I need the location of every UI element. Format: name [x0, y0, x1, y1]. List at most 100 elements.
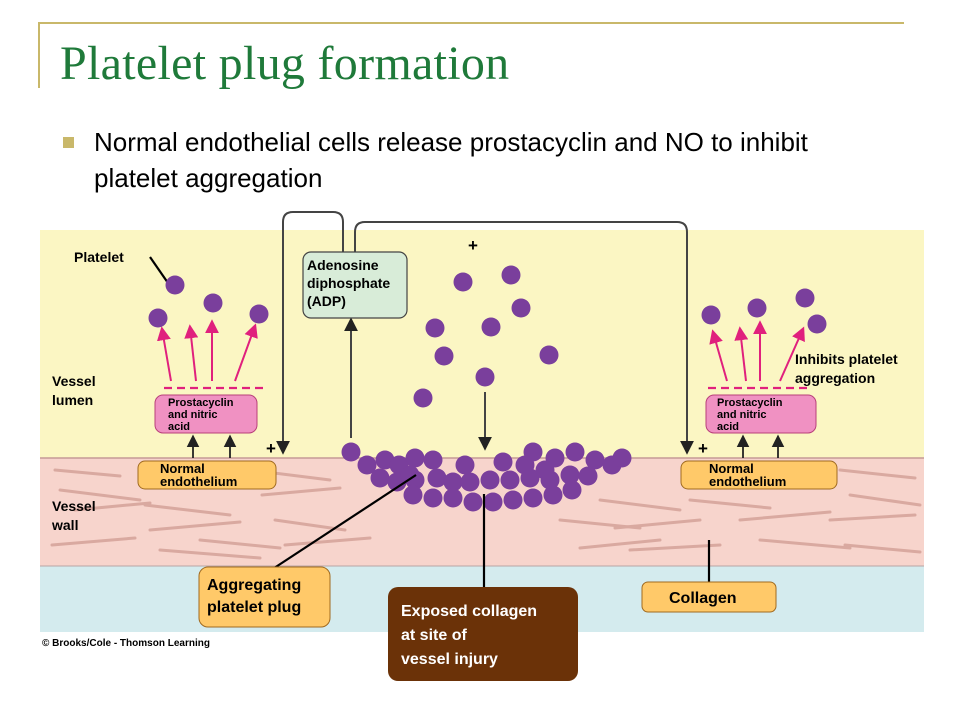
- prostacyclin-label-left: Prostacyclin and nitric acid: [168, 397, 236, 433]
- exposed-collagen-label: Exposed collagen at site of vessel injur…: [401, 603, 542, 668]
- platelet-3: [203, 293, 223, 313]
- platelet-47: [443, 488, 463, 508]
- platelet-9: [481, 317, 501, 337]
- wall-fiber-6: [148, 520, 242, 532]
- platelet-28: [443, 472, 463, 492]
- platelet-14: [701, 305, 721, 325]
- right-pink-arrow-2: [734, 326, 749, 382]
- title-frame-left-line: [38, 22, 40, 88]
- wall-fiber-5: [143, 503, 232, 517]
- normal-endothelium-box-right: [680, 460, 838, 490]
- platelet-49: [483, 492, 503, 512]
- normal-endothelium-box-left: [137, 460, 277, 490]
- platelet-12: [475, 367, 495, 387]
- slide-title: Platelet plug formation: [60, 37, 510, 90]
- platelet-48: [463, 492, 483, 512]
- wall-fiber-14: [628, 543, 722, 552]
- collagen-box: [641, 581, 777, 613]
- platelet-45: [403, 485, 423, 505]
- wall-fiber-12: [598, 498, 682, 512]
- platelet-44: [562, 480, 582, 500]
- wall-fiber-11: [283, 536, 372, 547]
- aggregating-plug-box: [198, 566, 331, 628]
- adp-feedback-lines: [282, 211, 688, 452]
- collagen-label: Collagen: [669, 590, 737, 607]
- plus-sign-top: +: [468, 236, 478, 255]
- bullet-text: Normal endothelial cells release prostac…: [94, 127, 808, 193]
- left-pink-arrow-1: [157, 326, 172, 382]
- platelet-label: Platelet: [74, 249, 124, 265]
- vessel-lumen-label: Vessel lumen: [52, 373, 100, 408]
- platelet-2: [148, 308, 168, 328]
- platelet-52: [543, 485, 563, 505]
- wall-fiber-3: [73, 501, 152, 512]
- bullet-marker: [63, 137, 74, 148]
- wall-fiber-9: [260, 486, 342, 497]
- platelet-31: [500, 470, 520, 490]
- inhibits-label: Inhibits platelet aggregation: [795, 351, 902, 386]
- wall-fiber-16: [738, 510, 832, 522]
- platelet-8: [425, 318, 445, 338]
- platelet-34: [560, 465, 580, 485]
- wall-fiber-23: [578, 538, 662, 550]
- vessel-wall-label: Vessel wall: [51, 498, 100, 533]
- platelet-36: [493, 452, 513, 472]
- plug-pointer-line: [261, 474, 417, 577]
- platelet-17: [807, 314, 827, 334]
- platelet-10: [434, 346, 454, 366]
- platelet-53: [400, 465, 420, 485]
- platelet-42: [612, 448, 632, 468]
- wall-fiber-20: [828, 513, 917, 522]
- wall-fiber-19: [848, 493, 922, 507]
- normal-endothelium-label-right: Normal endothelium: [709, 461, 786, 489]
- platelet-19: [357, 455, 377, 475]
- platelet-6: [501, 265, 521, 285]
- platelet-13: [413, 388, 433, 408]
- prostacyclin-box-right: [705, 394, 817, 434]
- platelet-55: [535, 460, 555, 480]
- platelet-35: [455, 455, 475, 475]
- platelet-24: [370, 468, 390, 488]
- wall-fibers: [50, 468, 922, 560]
- wall-fiber-17: [758, 538, 852, 550]
- wall-fiber-18: [838, 468, 917, 480]
- adp-box: [302, 251, 408, 319]
- platelet-4: [249, 304, 269, 324]
- wall-fiber-7: [158, 548, 262, 560]
- prostacyclin-label-right: Prostacyclin and nitric acid: [717, 397, 785, 433]
- aggregating-plug-label: Aggregating platelet plug: [207, 577, 306, 616]
- platelet-16: [795, 288, 815, 308]
- wall-fiber-15: [688, 498, 772, 510]
- left-pink-arrow-4: [234, 323, 258, 382]
- platelet-23: [423, 450, 443, 470]
- left-pink-arrow-2: [184, 324, 199, 382]
- platelet-15: [747, 298, 767, 318]
- wall-fiber-21: [843, 543, 922, 554]
- wall-fiber-1: [53, 468, 122, 478]
- platelet-5: [453, 272, 473, 292]
- platelet-1: [165, 275, 185, 295]
- adp-label: Adenosine diphosphate (ADP): [307, 257, 394, 309]
- platelets: [148, 265, 827, 512]
- platelet-7: [511, 298, 531, 318]
- plus-sign-left: +: [266, 439, 276, 458]
- wall-fiber-22: [558, 518, 642, 530]
- wall-fiber-4: [50, 536, 137, 547]
- exposed-collagen-box: [388, 587, 578, 681]
- platelet-11: [539, 345, 559, 365]
- plus-sign-right: +: [698, 439, 708, 458]
- platelet-39: [565, 442, 585, 462]
- platelet-54: [515, 455, 535, 475]
- platelet-50: [503, 490, 523, 510]
- right-pink-arrow-1: [709, 329, 728, 382]
- prostacyclin-box-left: [154, 394, 258, 434]
- normal-endothelium-label-left: Normal endothelium: [160, 461, 237, 489]
- platelet-22: [405, 448, 425, 468]
- title-frame-top-line: [38, 22, 904, 24]
- platelet-30: [480, 470, 500, 490]
- wall-fiber-24: [198, 538, 282, 550]
- credit-text: © Brooks/Cole - Thomson Learning: [42, 638, 210, 649]
- wall-fiber-2: [58, 488, 142, 502]
- platelet-27: [427, 468, 447, 488]
